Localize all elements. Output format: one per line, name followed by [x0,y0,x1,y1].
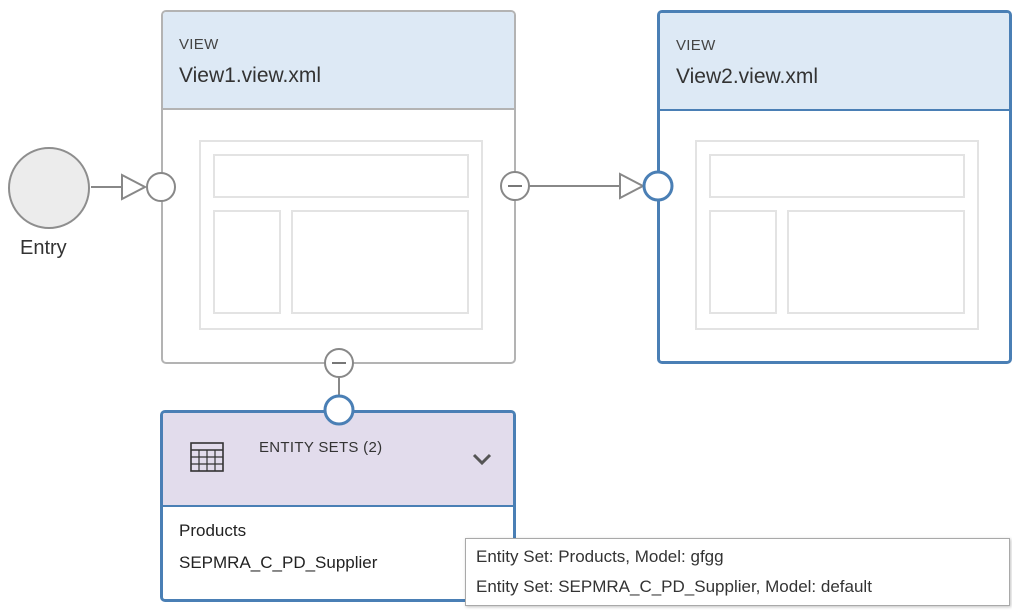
wireframe-header-block [213,154,469,198]
tooltip-line: Entity Set: Products, Model: gfgg [476,547,724,566]
view-name: View2.view.xml [676,65,818,88]
wireframe-side-block [709,210,777,314]
view-header: VIEW View2.view.xml [660,13,1009,111]
entity-set-item[interactable]: Products [179,521,247,540]
entry-node[interactable] [8,147,90,229]
entity-sets-input-port[interactable] [323,394,355,426]
view-header: VIEW View1.view.xml [163,12,514,110]
chevron-down-icon[interactable] [471,451,493,467]
view-wireframe [695,140,979,330]
entity-sets-title: ENTITY SETS (2) [259,439,383,456]
wireframe-header-block [709,154,965,198]
entity-sets-tooltip: Entity Set: Products, Model: gfgg Entity… [465,538,1010,606]
entry-label: Entry [20,237,67,259]
view-kind-label: VIEW [179,36,219,53]
view1-input-port[interactable] [146,172,176,202]
view2-input-port[interactable] [642,170,674,202]
entity-sets-header: ENTITY SETS (2) [163,413,513,507]
entity-sets-card[interactable]: ENTITY SETS (2) Products SEPMRA_C_PD_Sup… [160,410,516,602]
view-card-view2[interactable]: VIEW View2.view.xml [657,10,1012,364]
table-icon [190,442,224,472]
view-wireframe [199,140,483,330]
view-card-view1[interactable]: VIEW View1.view.xml [161,10,516,364]
entity-set-item[interactable]: SEPMRA_C_PD_Supplier [179,553,378,572]
arrowhead-icon [121,173,148,201]
tooltip-line: Entity Set: SEPMRA_C_PD_Supplier, Model:… [476,577,872,596]
arrowhead-icon [619,172,646,200]
view-kind-label: VIEW [676,37,716,54]
wireframe-main-block [291,210,469,314]
wireframe-main-block [787,210,965,314]
wireframe-side-block [213,210,281,314]
view-name: View1.view.xml [179,64,321,87]
